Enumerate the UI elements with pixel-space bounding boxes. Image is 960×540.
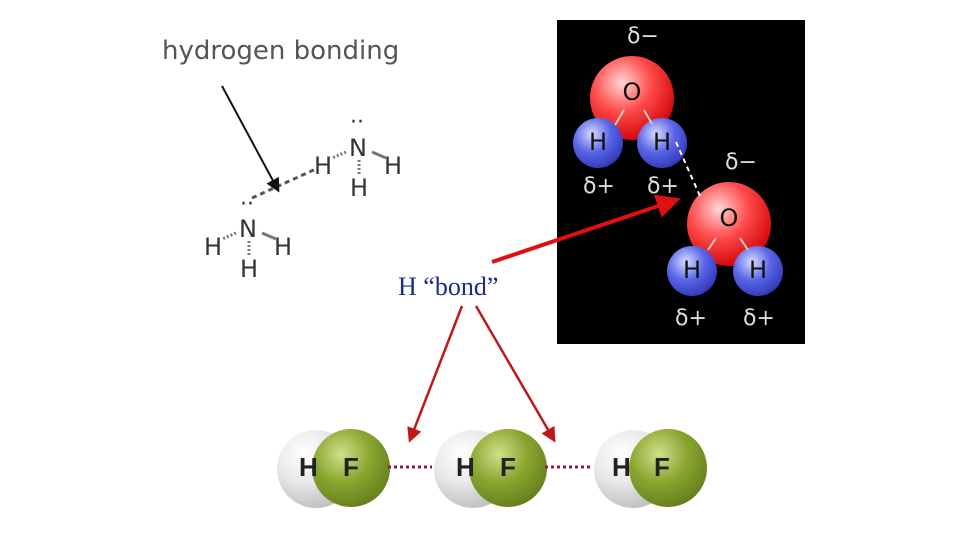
hydrogen-label-top-left: H — [588, 128, 608, 156]
hydrogen-atom-top-right: H — [637, 118, 687, 168]
hydrogen-label-bottom-right: H — [748, 256, 768, 284]
oxygen-label-top: O — [622, 78, 642, 106]
oh-bond-top-left — [614, 109, 625, 126]
hydrogen-atom-bottom-left: H — [667, 246, 717, 296]
hydrogen-atom-bottom-right: H — [733, 246, 783, 296]
hydrogen-upper-right: H — [384, 152, 403, 180]
water-panel: δ− O H H δ+ δ+ δ− O H H δ+ δ+ — [557, 20, 805, 344]
hydrogen-bonding-title: hydrogen bonding — [162, 36, 400, 66]
water-hydrogen-bond — [675, 141, 701, 197]
oh-bond-bottom-left — [707, 237, 717, 251]
hf-f-label-2: F — [500, 452, 516, 482]
lone-pair-lower: ·· — [240, 192, 254, 217]
hf-f-atom-2 — [469, 429, 547, 507]
delta-plus-bottom-right: δ+ — [743, 306, 775, 331]
hydrogen-lower-left: H — [204, 233, 223, 261]
ammonia-hydrogen-bond — [251, 166, 319, 200]
nitrogen-lower: N — [239, 215, 257, 243]
hf-h-label-1: H — [299, 452, 318, 482]
hf-f-atom-3 — [629, 429, 707, 507]
delta-plus-bottom-left: δ+ — [675, 306, 707, 331]
hydrogen-upper-left: H — [314, 152, 333, 180]
h-bond-arrow-right — [474, 305, 556, 443]
hydrogen-label-top-right: H — [652, 128, 672, 156]
hydrogen-lower-right: H — [274, 233, 293, 261]
delta-minus-top: δ− — [627, 24, 659, 49]
h-bond-arrow-to-water — [491, 194, 681, 264]
hf-h-label-3: H — [612, 452, 631, 482]
delta-plus-top-left: δ+ — [583, 174, 615, 199]
hydrogen-label-bottom-left: H — [682, 256, 702, 284]
h-bond-arrow-left — [407, 305, 464, 443]
hydrogen-bonding-pointer — [221, 85, 280, 193]
hf-h-label-2: H — [456, 452, 475, 482]
nh-bond-lower-left — [221, 231, 237, 241]
nitrogen-upper: N — [349, 134, 367, 162]
nh-bond-upper-right — [371, 150, 387, 160]
hf-f-atom-1 — [312, 429, 390, 507]
hydrogen-upper-bottom: H — [350, 174, 369, 202]
h-bond-label: H “bond” — [398, 272, 499, 301]
nh-bond-lower-right — [261, 231, 277, 241]
nh-bond-upper-left — [331, 150, 347, 160]
hf-f-label-3: F — [654, 452, 670, 482]
lone-pair-upper: ·· — [350, 110, 364, 135]
delta-minus-bottom: δ− — [725, 150, 757, 175]
hydrogen-atom-top-left: H — [573, 118, 623, 168]
hf-f-label-1: F — [343, 452, 359, 482]
oh-bond-bottom-right — [739, 237, 749, 251]
oh-bond-top-right — [643, 109, 653, 125]
hydrogen-lower-bottom: H — [240, 255, 259, 283]
oxygen-label-bottom: O — [719, 204, 739, 232]
